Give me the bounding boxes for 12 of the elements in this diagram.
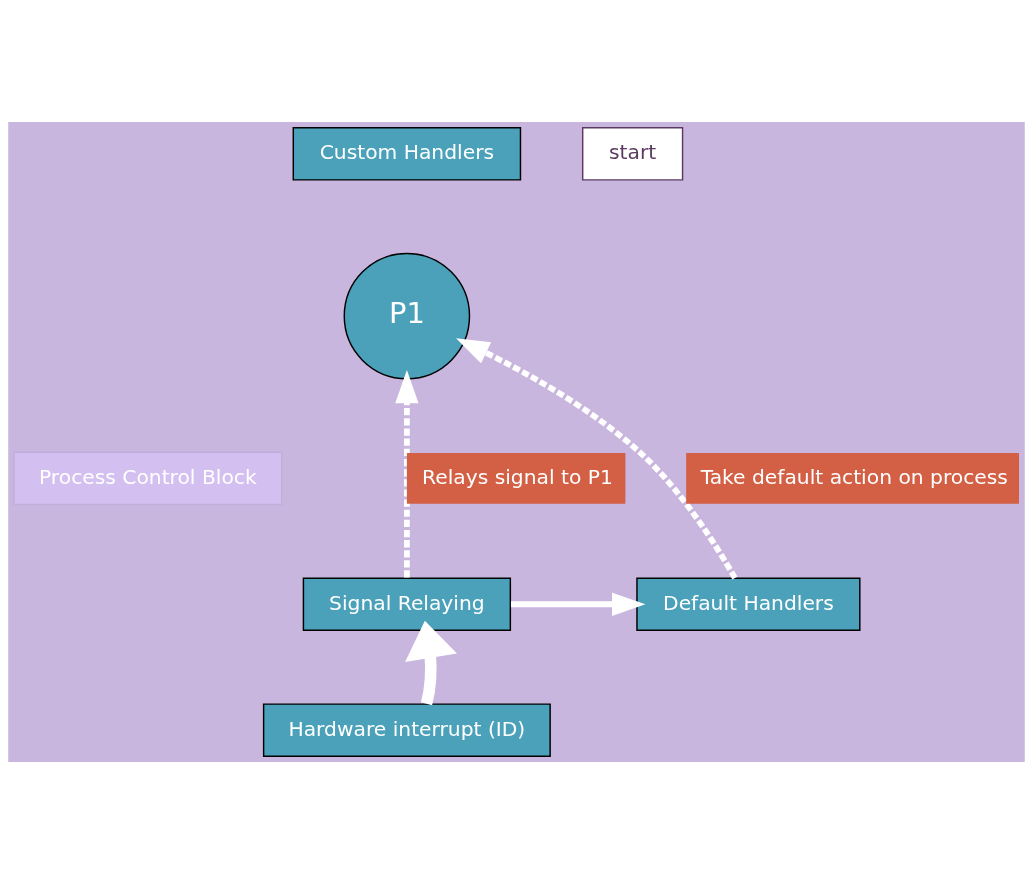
label: start [609, 140, 657, 165]
arrow [395, 370, 419, 578]
edge-label: Relays signal to P1 [422, 465, 613, 490]
node-box: Signal Relaying [302, 577, 512, 632]
node-box: Default Handlers [636, 577, 861, 632]
node-circle: P1 [343, 252, 471, 380]
node-box: Hardware interrupt (ID) [262, 703, 551, 757]
arrow [510, 592, 646, 616]
arrow [405, 620, 457, 706]
node-box: Custom Handlers [292, 127, 522, 181]
arrow [456, 338, 738, 580]
edge-label: Take default action on process [700, 465, 1008, 490]
